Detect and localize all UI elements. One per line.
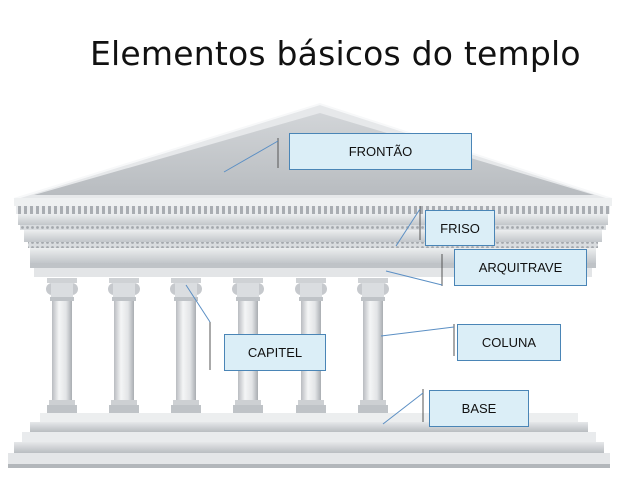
temple-steps [8, 413, 610, 468]
label-base: BASE [429, 390, 529, 427]
label-coluna-text: COLUNA [481, 335, 537, 350]
label-base-text: BASE [461, 401, 497, 416]
label-capitel: CAPITEL [224, 334, 326, 371]
pointer-lines [185, 138, 455, 425]
label-arquitrave-text: ARQUITRAVE [478, 260, 563, 275]
column-1 [46, 278, 78, 413]
label-frontao-text: FRONTÃO [348, 144, 413, 159]
page-title: Elementos básicos do templo [90, 34, 581, 73]
label-arquitrave: ARQUITRAVE [454, 249, 587, 286]
label-friso: FRISO [425, 210, 495, 246]
label-friso-text: FRISO [440, 220, 480, 236]
label-frontao: FRONTÃO [289, 133, 472, 170]
columns [46, 278, 389, 413]
label-capitel-text: CAPITEL [247, 345, 303, 360]
column-2 [108, 278, 140, 413]
column-6 [357, 278, 389, 413]
label-coluna: COLUNA [457, 324, 561, 361]
column-3 [170, 278, 202, 413]
